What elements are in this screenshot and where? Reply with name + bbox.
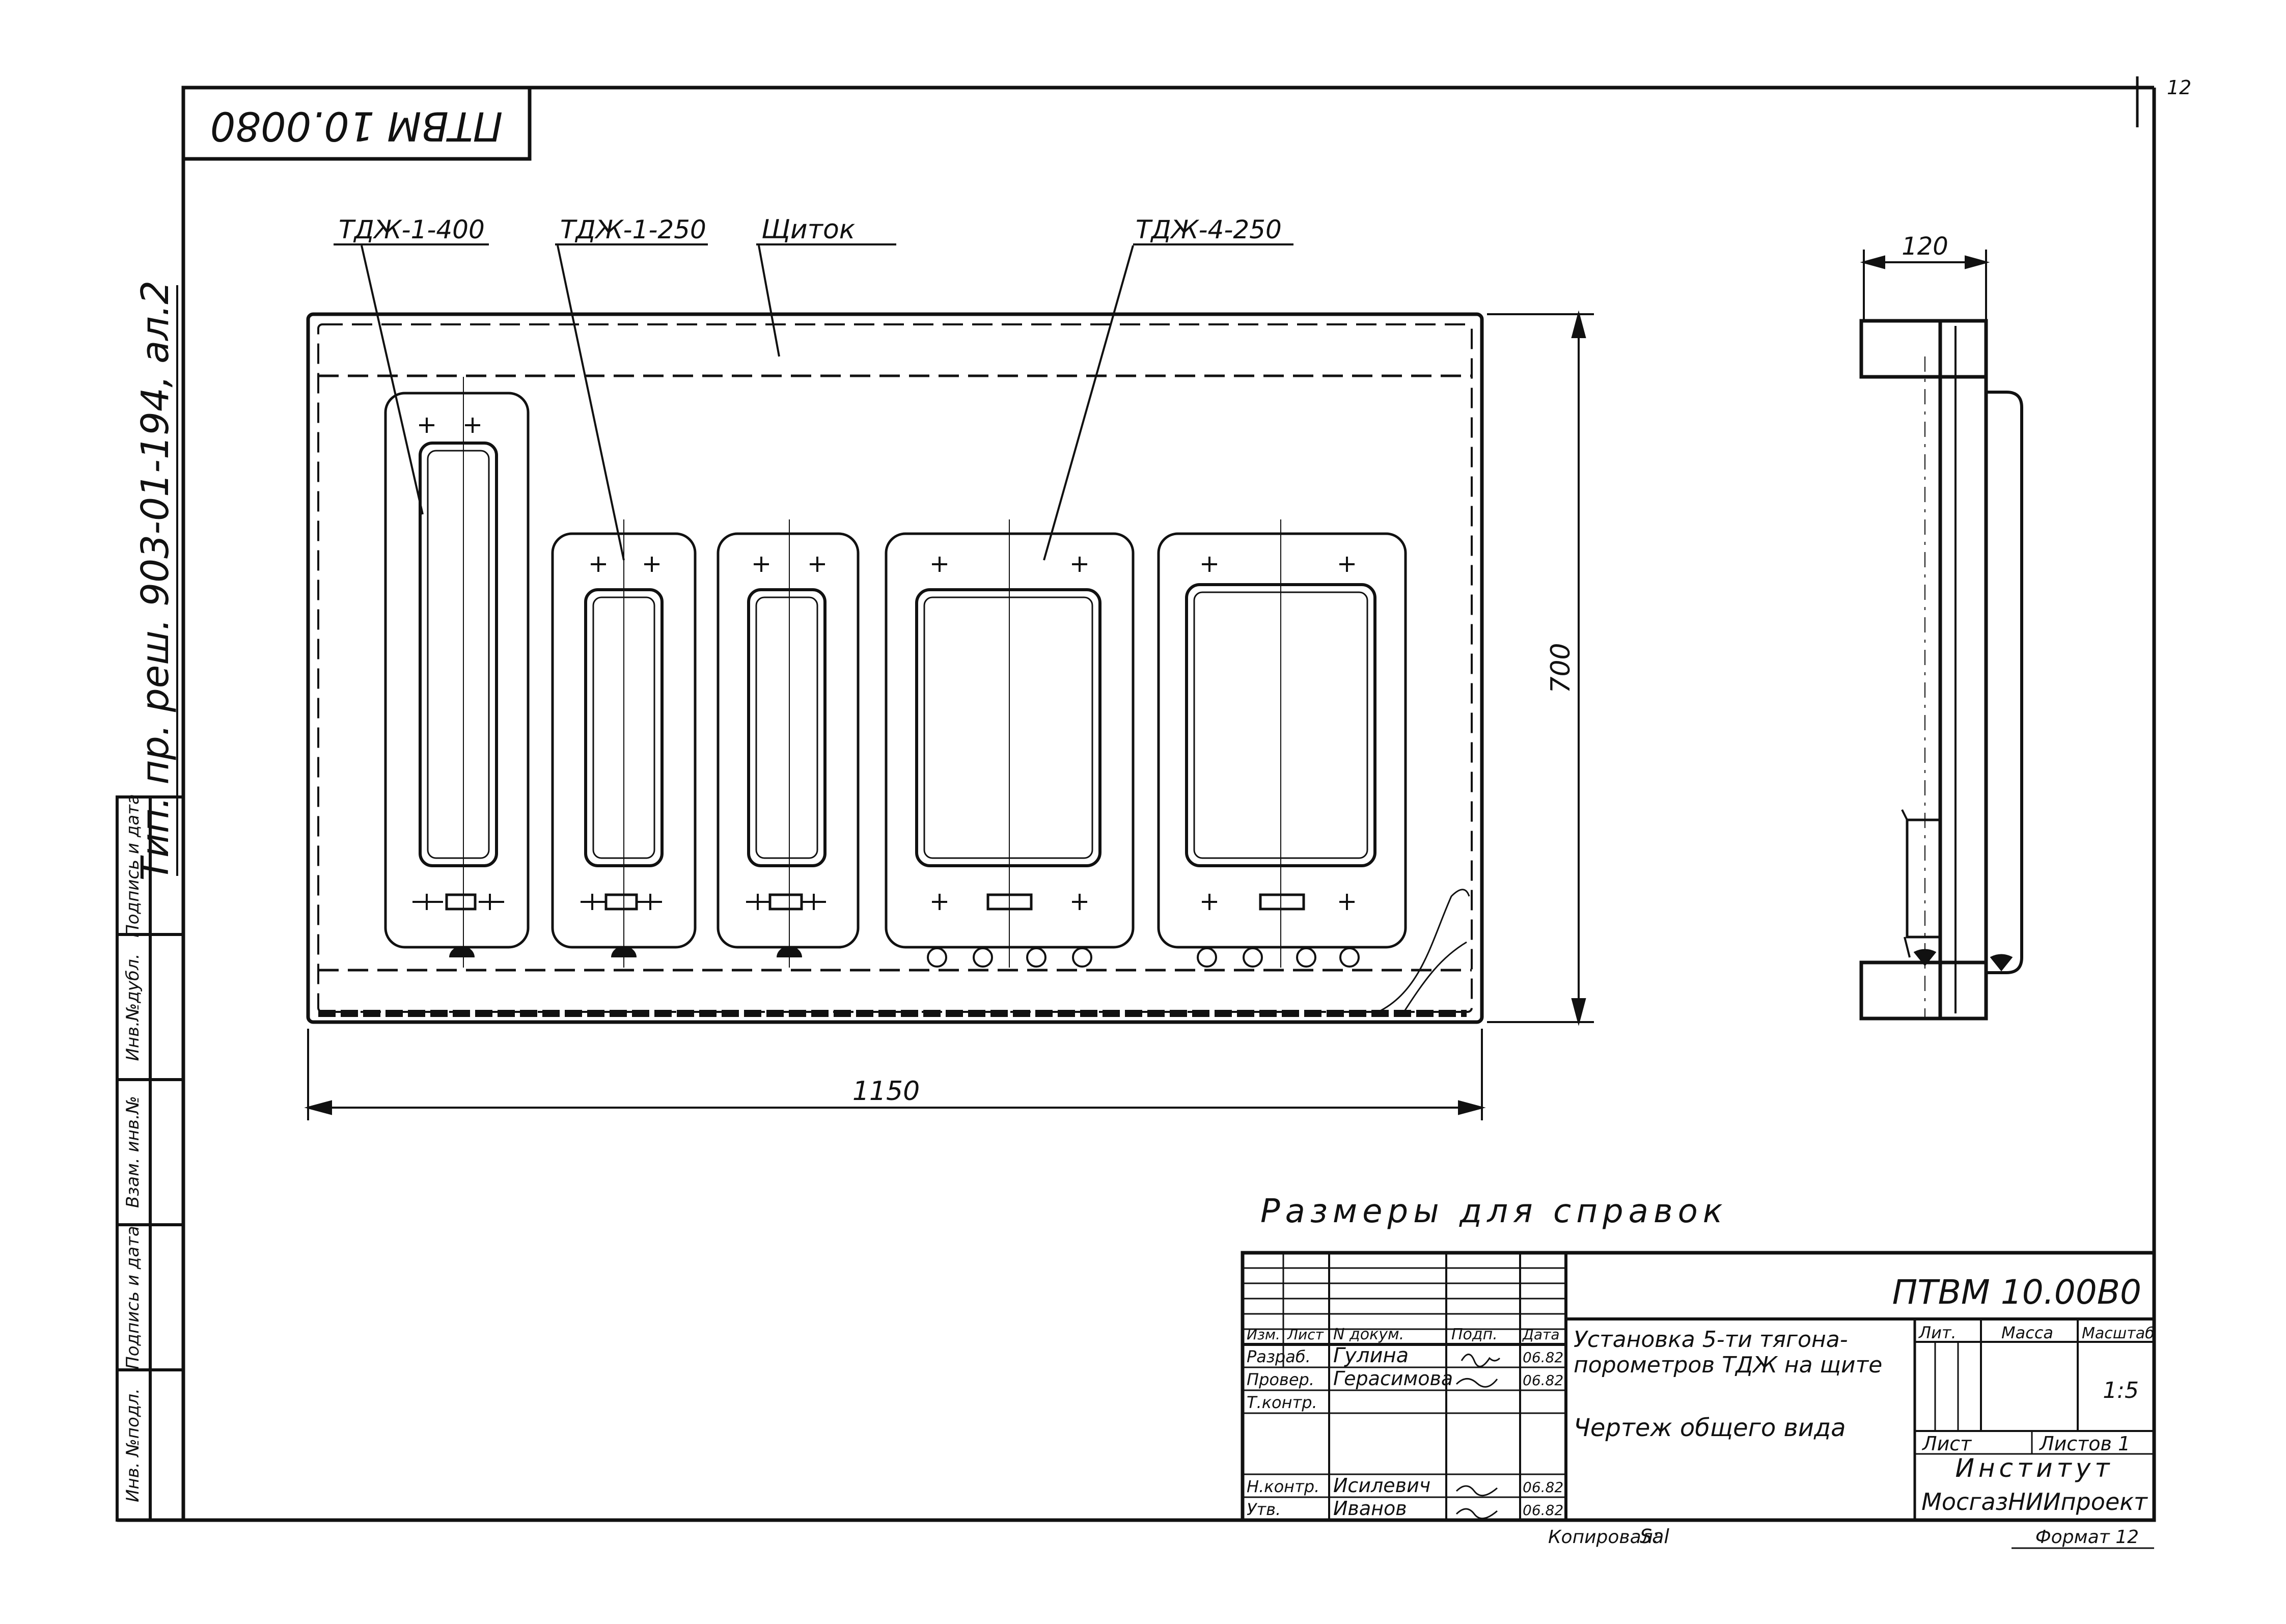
reference-note: Размеры для справок: [1260, 1193, 1727, 1230]
sheet-label: Лист: [1921, 1433, 1972, 1455]
scale-value: 1:5: [2103, 1378, 2139, 1403]
sheet-number: 12: [2167, 76, 2191, 99]
dimension-width-label: 1150: [852, 1076, 920, 1107]
header-sign: Подп.: [1451, 1326, 1498, 1343]
panel-cut-line-2: [1402, 941, 1467, 1014]
title-subtitle: Чертеж общего вида: [1574, 1414, 1846, 1442]
stamp-code: ПТВМ 10.0080: [210, 103, 503, 149]
date-norm-control: 06.82: [1523, 1479, 1563, 1496]
date-approved: 06.82: [1523, 1502, 1563, 1519]
signatures: [1455, 1354, 1501, 1520]
lit-label: Лит.: [1918, 1323, 1957, 1342]
name-checker: Герасимова: [1333, 1367, 1453, 1390]
dimension-depth: [1860, 250, 1990, 321]
side-strip-label-1: Инв. №подл.: [123, 1388, 143, 1502]
format-label: Формат 12: [2035, 1527, 2139, 1548]
date-checker: 06.82: [1523, 1372, 1563, 1389]
dimension-height-label: 700: [1546, 643, 1576, 693]
dimension-depth-label: 120: [1902, 232, 1948, 261]
role-checker: Провер.: [1247, 1370, 1314, 1389]
sheet-frame: [117, 86, 2156, 1522]
role-tech-control: Т.контр.: [1247, 1393, 1317, 1412]
role-developer: Разраб.: [1247, 1347, 1311, 1366]
dimension-height: [1487, 310, 1594, 1026]
title-line-1: Установка 5-ти тягона-: [1574, 1327, 1848, 1353]
instrument-tdj-4-250-a: [885, 519, 1135, 968]
front-view: [306, 312, 1484, 1024]
sheets-label: Листов 1: [2039, 1433, 2130, 1455]
scale-label: Масштаб: [2082, 1325, 2155, 1342]
instrument-tdj-4-250-b: [1157, 519, 1407, 968]
title-line-2: порометров ТДЖ на щите: [1574, 1352, 1882, 1378]
header-izm: Изм.: [1247, 1326, 1280, 1343]
side-strip: [116, 795, 185, 1522]
header-list: Лист: [1287, 1326, 1324, 1343]
name-approved: Иванов: [1333, 1497, 1407, 1520]
side-strip-label-5: Подпись и дата: [123, 794, 143, 938]
name-norm-control: Исилевич: [1333, 1474, 1430, 1497]
date-developer: 06.82: [1523, 1349, 1563, 1366]
side-strip-label-4: Инв.№дубл.: [123, 953, 143, 1061]
vertical-reference: Тип. пр. реш. 903-01-194, ал.2: [133, 281, 177, 881]
name-developer: Гулина: [1333, 1344, 1409, 1367]
side-view: [1859, 319, 2023, 1021]
callout-tdj-1-400: ТДЖ-1-400: [339, 215, 485, 244]
mass-label: Масса: [2001, 1323, 2053, 1342]
header-date: Дата: [1522, 1326, 1560, 1343]
callout-tdj-1-250: ТДЖ-1-250: [560, 215, 706, 244]
title-doc-code: ПТВМ 10.00В0: [1892, 1273, 2141, 1312]
copied-signature: Sal: [1640, 1525, 1669, 1548]
header-doc: N докум.: [1333, 1326, 1404, 1343]
org-line-2: МосгазНИИпроект: [1921, 1488, 2148, 1516]
dimension-width: [304, 1029, 1486, 1120]
side-strip-label-3: Взам. инв.№: [123, 1096, 143, 1208]
instrument-tdj-1-400: [384, 377, 530, 968]
instrument-tdj-1-250-a: [551, 519, 697, 968]
title-block: [1241, 1251, 2156, 1522]
role-norm-control: Н.контр.: [1247, 1477, 1319, 1496]
panel-outline: [306, 312, 1484, 1024]
panel-cut-line: [1374, 889, 1470, 1014]
stamp-box: ПТВМ 10.0080: [181, 86, 532, 161]
callout-panel: Щиток: [761, 214, 856, 245]
callout-tdj-4-250: ТДЖ-4-250: [1136, 215, 1282, 244]
instrument-tdj-1-250-b: [717, 519, 860, 968]
copied-label: Копировал:: [1548, 1527, 1659, 1548]
side-strip-label-2: Подпись и дата: [123, 1226, 143, 1369]
callouts: [334, 243, 1293, 561]
role-approved: Утв.: [1247, 1500, 1281, 1519]
org-line-1: Институт: [1955, 1453, 2113, 1483]
